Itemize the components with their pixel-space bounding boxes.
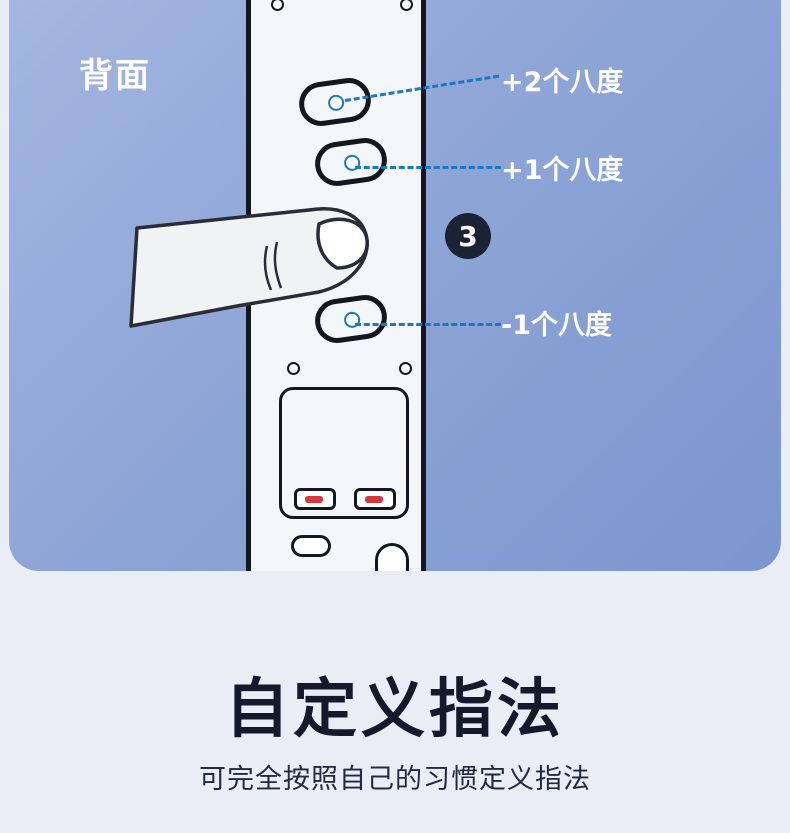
mid-screw-hole-right [399, 362, 412, 375]
bottom-slot [291, 535, 331, 557]
step-badge: 3 [445, 213, 491, 259]
page-subtitle: 可完全按照自己的习惯定义指法 [199, 764, 591, 795]
pressing-finger-illustration [129, 207, 369, 328]
leader-line-up-one [355, 166, 501, 169]
top-screw-hole-left [271, 0, 284, 11]
mid-screw-hole-left [287, 362, 300, 375]
callout-up-one: +1个八度 [501, 155, 624, 186]
port-right [354, 488, 396, 510]
side-label: 背面 [79, 56, 151, 96]
port-left [294, 488, 336, 510]
page-title: 自定义指法 [225, 673, 565, 747]
port-panel [279, 387, 409, 519]
top-screw-hole-right [400, 0, 413, 11]
callout-down-one: -1个八度 [501, 310, 612, 341]
callout-up-two: +2个八度 [501, 67, 624, 98]
leader-line-down-one [355, 323, 501, 326]
bottom-arch [375, 543, 409, 571]
illustration-panel: 背面 +2个八度 +1个八度 -1个八度 3 [9, 0, 781, 571]
